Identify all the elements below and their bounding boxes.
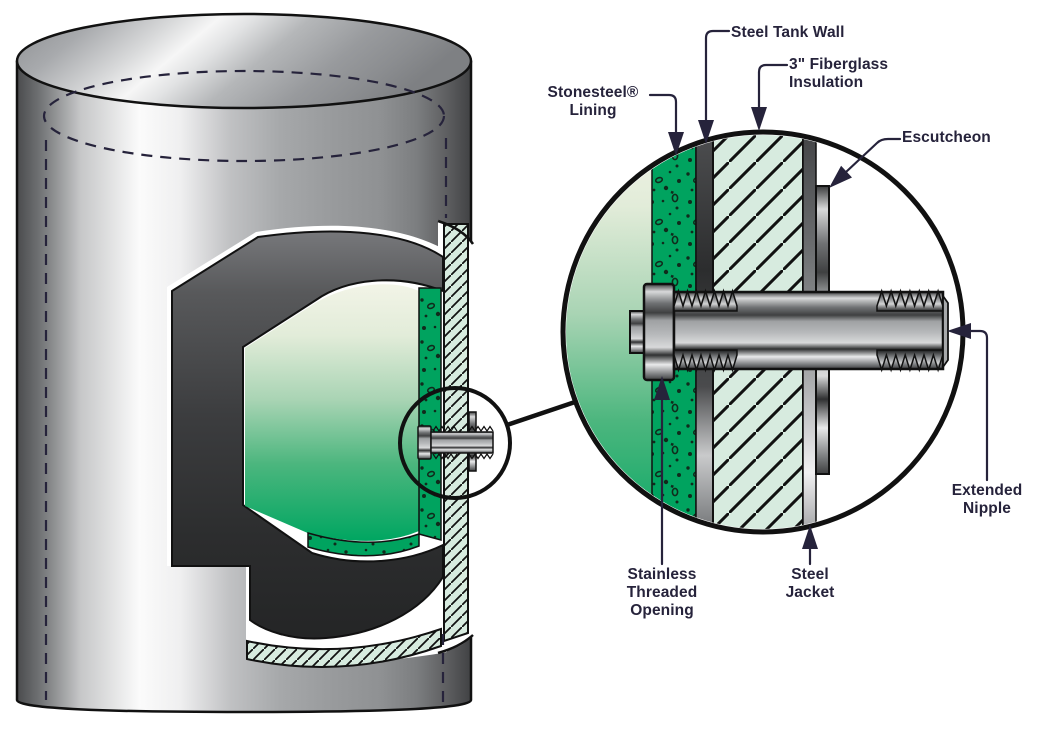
- leader-extended-nipple: [967, 329, 989, 482]
- label-steel-tank-wall: Steel Tank Wall: [731, 24, 844, 42]
- label-fiberglass-line1: 3" Fiberglass: [789, 56, 889, 73]
- leader-steel-tank-wall: [704, 29, 731, 123]
- leader-escutcheon: [844, 137, 902, 174]
- notch-bottom-edge: [437, 634, 474, 655]
- detail-view: [560, 129, 966, 535]
- magnifier-connector-line: [506, 398, 579, 428]
- magnifier-circle: [398, 386, 512, 500]
- tank-interior-water: [245, 284, 419, 541]
- notch-top-edge: [437, 219, 475, 245]
- label-stonesteel-line2: Lining: [569, 102, 617, 119]
- callout-leaders: [648, 29, 989, 566]
- inner-tank-dashed-outline: [42, 69, 448, 700]
- label-stainless-threaded-opening: Stainless Threaded Opening: [592, 566, 732, 620]
- label-fiberglass-insulation: 3" Fiberglass Insulation: [789, 56, 888, 92]
- label-stonesteel-lining: Stonesteel® Lining: [538, 84, 648, 120]
- mini-nipple-fitting: [417, 411, 494, 472]
- label-escutcheon-text: Escutcheon: [902, 129, 991, 146]
- leader-stonesteel-lining: [648, 93, 678, 135]
- tank-wall-cross-section: [171, 230, 444, 640]
- label-extended-nipple-line2: Nipple: [963, 500, 1011, 517]
- detail-nipple-assembly: [629, 282, 949, 382]
- lining-column: [418, 287, 442, 541]
- label-fiberglass-line2: Insulation: [789, 74, 864, 91]
- label-extended-nipple: Extended Nipple: [945, 482, 1029, 518]
- label-extended-nipple-line1: Extended: [951, 482, 1023, 499]
- label-steel-jacket-line2: Jacket: [785, 584, 835, 601]
- label-stainless-line2: Opening: [630, 602, 694, 619]
- label-stonesteel-line1: Stonesteel®: [547, 84, 639, 101]
- label-steel-jacket: Steel Jacket: [770, 566, 850, 602]
- tank-top-face: [15, 12, 473, 110]
- leader-fiberglass: [757, 63, 789, 111]
- bottom-lining-band: [307, 532, 420, 557]
- label-steel-jacket-line1: Steel: [791, 566, 829, 583]
- label-escutcheon: Escutcheon: [902, 129, 991, 147]
- label-steel-tank-wall-text: Steel Tank Wall: [731, 24, 845, 41]
- tank-illustration: [15, 12, 579, 714]
- bottom-insulation-band: [246, 627, 442, 668]
- label-stainless-line1: Stainless Threaded: [626, 566, 698, 601]
